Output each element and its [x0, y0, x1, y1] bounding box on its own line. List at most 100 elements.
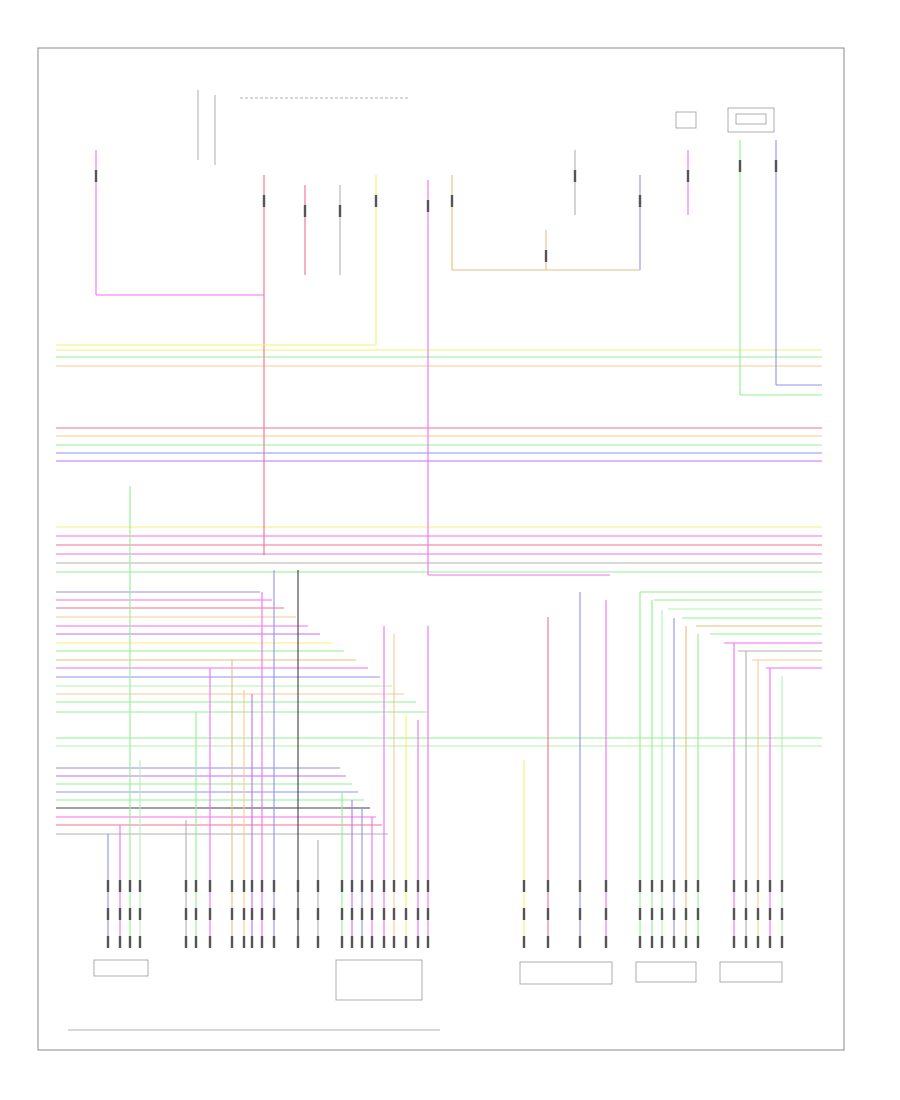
module-box-left — [93, 959, 149, 977]
connector-pin — [208, 880, 212, 892]
connector-pin — [316, 880, 320, 892]
connector-pin — [768, 880, 772, 892]
connector-pin — [296, 880, 300, 892]
connector-pin — [450, 195, 454, 207]
connector-pin — [696, 936, 700, 948]
connector-pin — [370, 880, 374, 892]
connector-pin — [732, 908, 736, 920]
connector-pin — [272, 936, 276, 948]
connector-pin — [744, 880, 748, 892]
connector-pin — [756, 908, 760, 920]
connector-pin — [578, 936, 582, 948]
connector-pin — [650, 880, 654, 892]
connector-pin — [732, 880, 736, 892]
connector-pin — [522, 936, 526, 948]
connector-pin — [250, 936, 254, 948]
connector-pin — [118, 936, 122, 948]
connector-pin — [208, 908, 212, 920]
connector-pin — [262, 195, 266, 207]
connector-pin — [672, 936, 676, 948]
connector-pin — [774, 160, 778, 172]
connector-pin — [392, 880, 396, 892]
connector-pin — [696, 880, 700, 892]
connector-pin — [94, 170, 98, 182]
connector-pin — [650, 908, 654, 920]
vertical-wire-drops — [56, 140, 822, 945]
connector-pin — [684, 908, 688, 920]
connector-pin — [392, 936, 396, 948]
connector-pin — [768, 936, 772, 948]
connector-pin — [138, 936, 142, 948]
connector-pin — [184, 880, 188, 892]
connector-pin — [316, 908, 320, 920]
connector-pin — [660, 880, 664, 892]
module-box-pcm — [335, 959, 423, 1001]
module-box-center — [519, 961, 613, 985]
connector-pin — [404, 936, 408, 948]
connector-pin — [194, 936, 198, 948]
connector-pin — [106, 908, 110, 920]
connector-pin — [660, 908, 664, 920]
connector-pin — [370, 936, 374, 948]
connector-pin — [316, 936, 320, 948]
connector-pin — [604, 908, 608, 920]
diagram-frame — [37, 47, 845, 1051]
top-components — [197, 90, 775, 165]
connector-pin — [184, 936, 188, 948]
connector-pin — [638, 936, 642, 948]
connector-pin — [638, 880, 642, 892]
connector-pin — [382, 880, 386, 892]
connector-pin — [416, 880, 420, 892]
connector-pin — [106, 880, 110, 892]
connector-pin — [392, 908, 396, 920]
component-box-small — [675, 111, 697, 129]
connector-pin — [382, 936, 386, 948]
connector-pin — [260, 880, 264, 892]
connector-pin — [546, 880, 550, 892]
connector-pin — [660, 936, 664, 948]
component-box-upper-right — [727, 107, 775, 133]
connector-pin — [138, 908, 142, 920]
connector-pin — [426, 200, 430, 212]
connector-pin — [686, 170, 690, 182]
connector-pin — [744, 908, 748, 920]
connector-pin — [522, 908, 526, 920]
connector-pin — [374, 195, 378, 207]
connector-pin — [138, 880, 142, 892]
connector-pin — [242, 936, 246, 948]
connector-pin — [638, 195, 642, 207]
connector-pin — [360, 880, 364, 892]
connector-pin — [242, 908, 246, 920]
connector-pin — [230, 936, 234, 948]
connector-pin — [732, 936, 736, 948]
connector-pin — [684, 936, 688, 948]
connector-pin — [208, 936, 212, 948]
connector-pin — [578, 908, 582, 920]
connector-pin — [118, 908, 122, 920]
connector-pin — [360, 936, 364, 948]
connector-pin — [780, 936, 784, 948]
connector-pin — [250, 880, 254, 892]
connector-pin — [604, 936, 608, 948]
connector-pin — [578, 880, 582, 892]
connector-pin — [250, 908, 254, 920]
connector-pin — [604, 880, 608, 892]
connector-pin — [672, 908, 676, 920]
connector-pin — [738, 160, 742, 172]
connector-pin — [260, 908, 264, 920]
connector-pin — [272, 908, 276, 920]
connector-pin — [638, 908, 642, 920]
connector-pin — [242, 880, 246, 892]
connector-pin — [404, 908, 408, 920]
connector-pin — [230, 908, 234, 920]
horizontal-harness-wires — [56, 349, 822, 835]
connector-pin — [780, 908, 784, 920]
connector-pin — [768, 908, 772, 920]
connector-pin — [416, 936, 420, 948]
connector-pin — [272, 880, 276, 892]
connector-pin — [546, 908, 550, 920]
connector-pin — [118, 880, 122, 892]
connector-pin — [184, 908, 188, 920]
connector-pin — [672, 880, 676, 892]
